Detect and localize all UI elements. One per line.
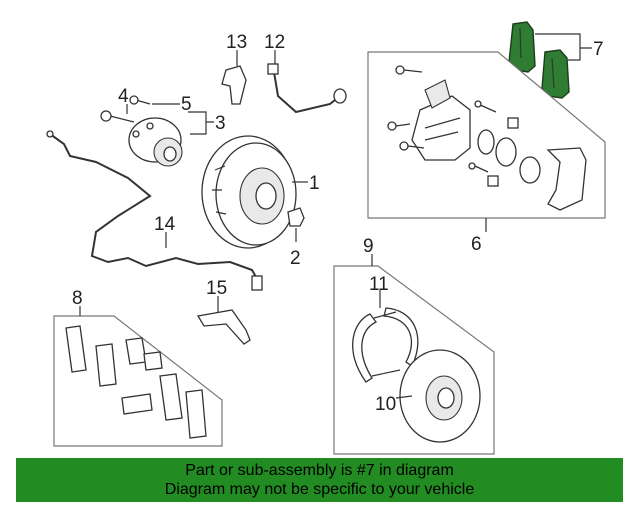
brake-rotor[interactable] [201, 135, 297, 249]
callout-4: 4 [118, 86, 129, 107]
callout-1: 1 [309, 173, 320, 194]
callout-5: 5 [181, 94, 192, 115]
banner-line-1: Part or sub-assembly is #7 in diagram [185, 462, 454, 479]
callout-13: 13 [226, 32, 247, 53]
banner-line-2: Diagram may not be specific to your vehi… [164, 481, 475, 498]
info-banner: Part or sub-assembly is #7 in diagram Di… [16, 458, 623, 502]
hub-bearing[interactable] [128, 117, 183, 167]
callout-10: 10 [375, 394, 396, 415]
callout-12: 12 [264, 32, 285, 53]
callout-7: 7 [593, 39, 604, 60]
callout-11: 11 [369, 274, 389, 295]
backing-plate[interactable] [399, 349, 481, 443]
callout-3: 3 [215, 113, 226, 134]
callout-6: 6 [471, 234, 482, 255]
callout-14: 14 [154, 214, 176, 235]
callout-15: 15 [206, 278, 227, 299]
callout-9: 9 [363, 236, 374, 257]
callout-8: 8 [72, 288, 83, 309]
callout-2: 2 [290, 248, 301, 269]
